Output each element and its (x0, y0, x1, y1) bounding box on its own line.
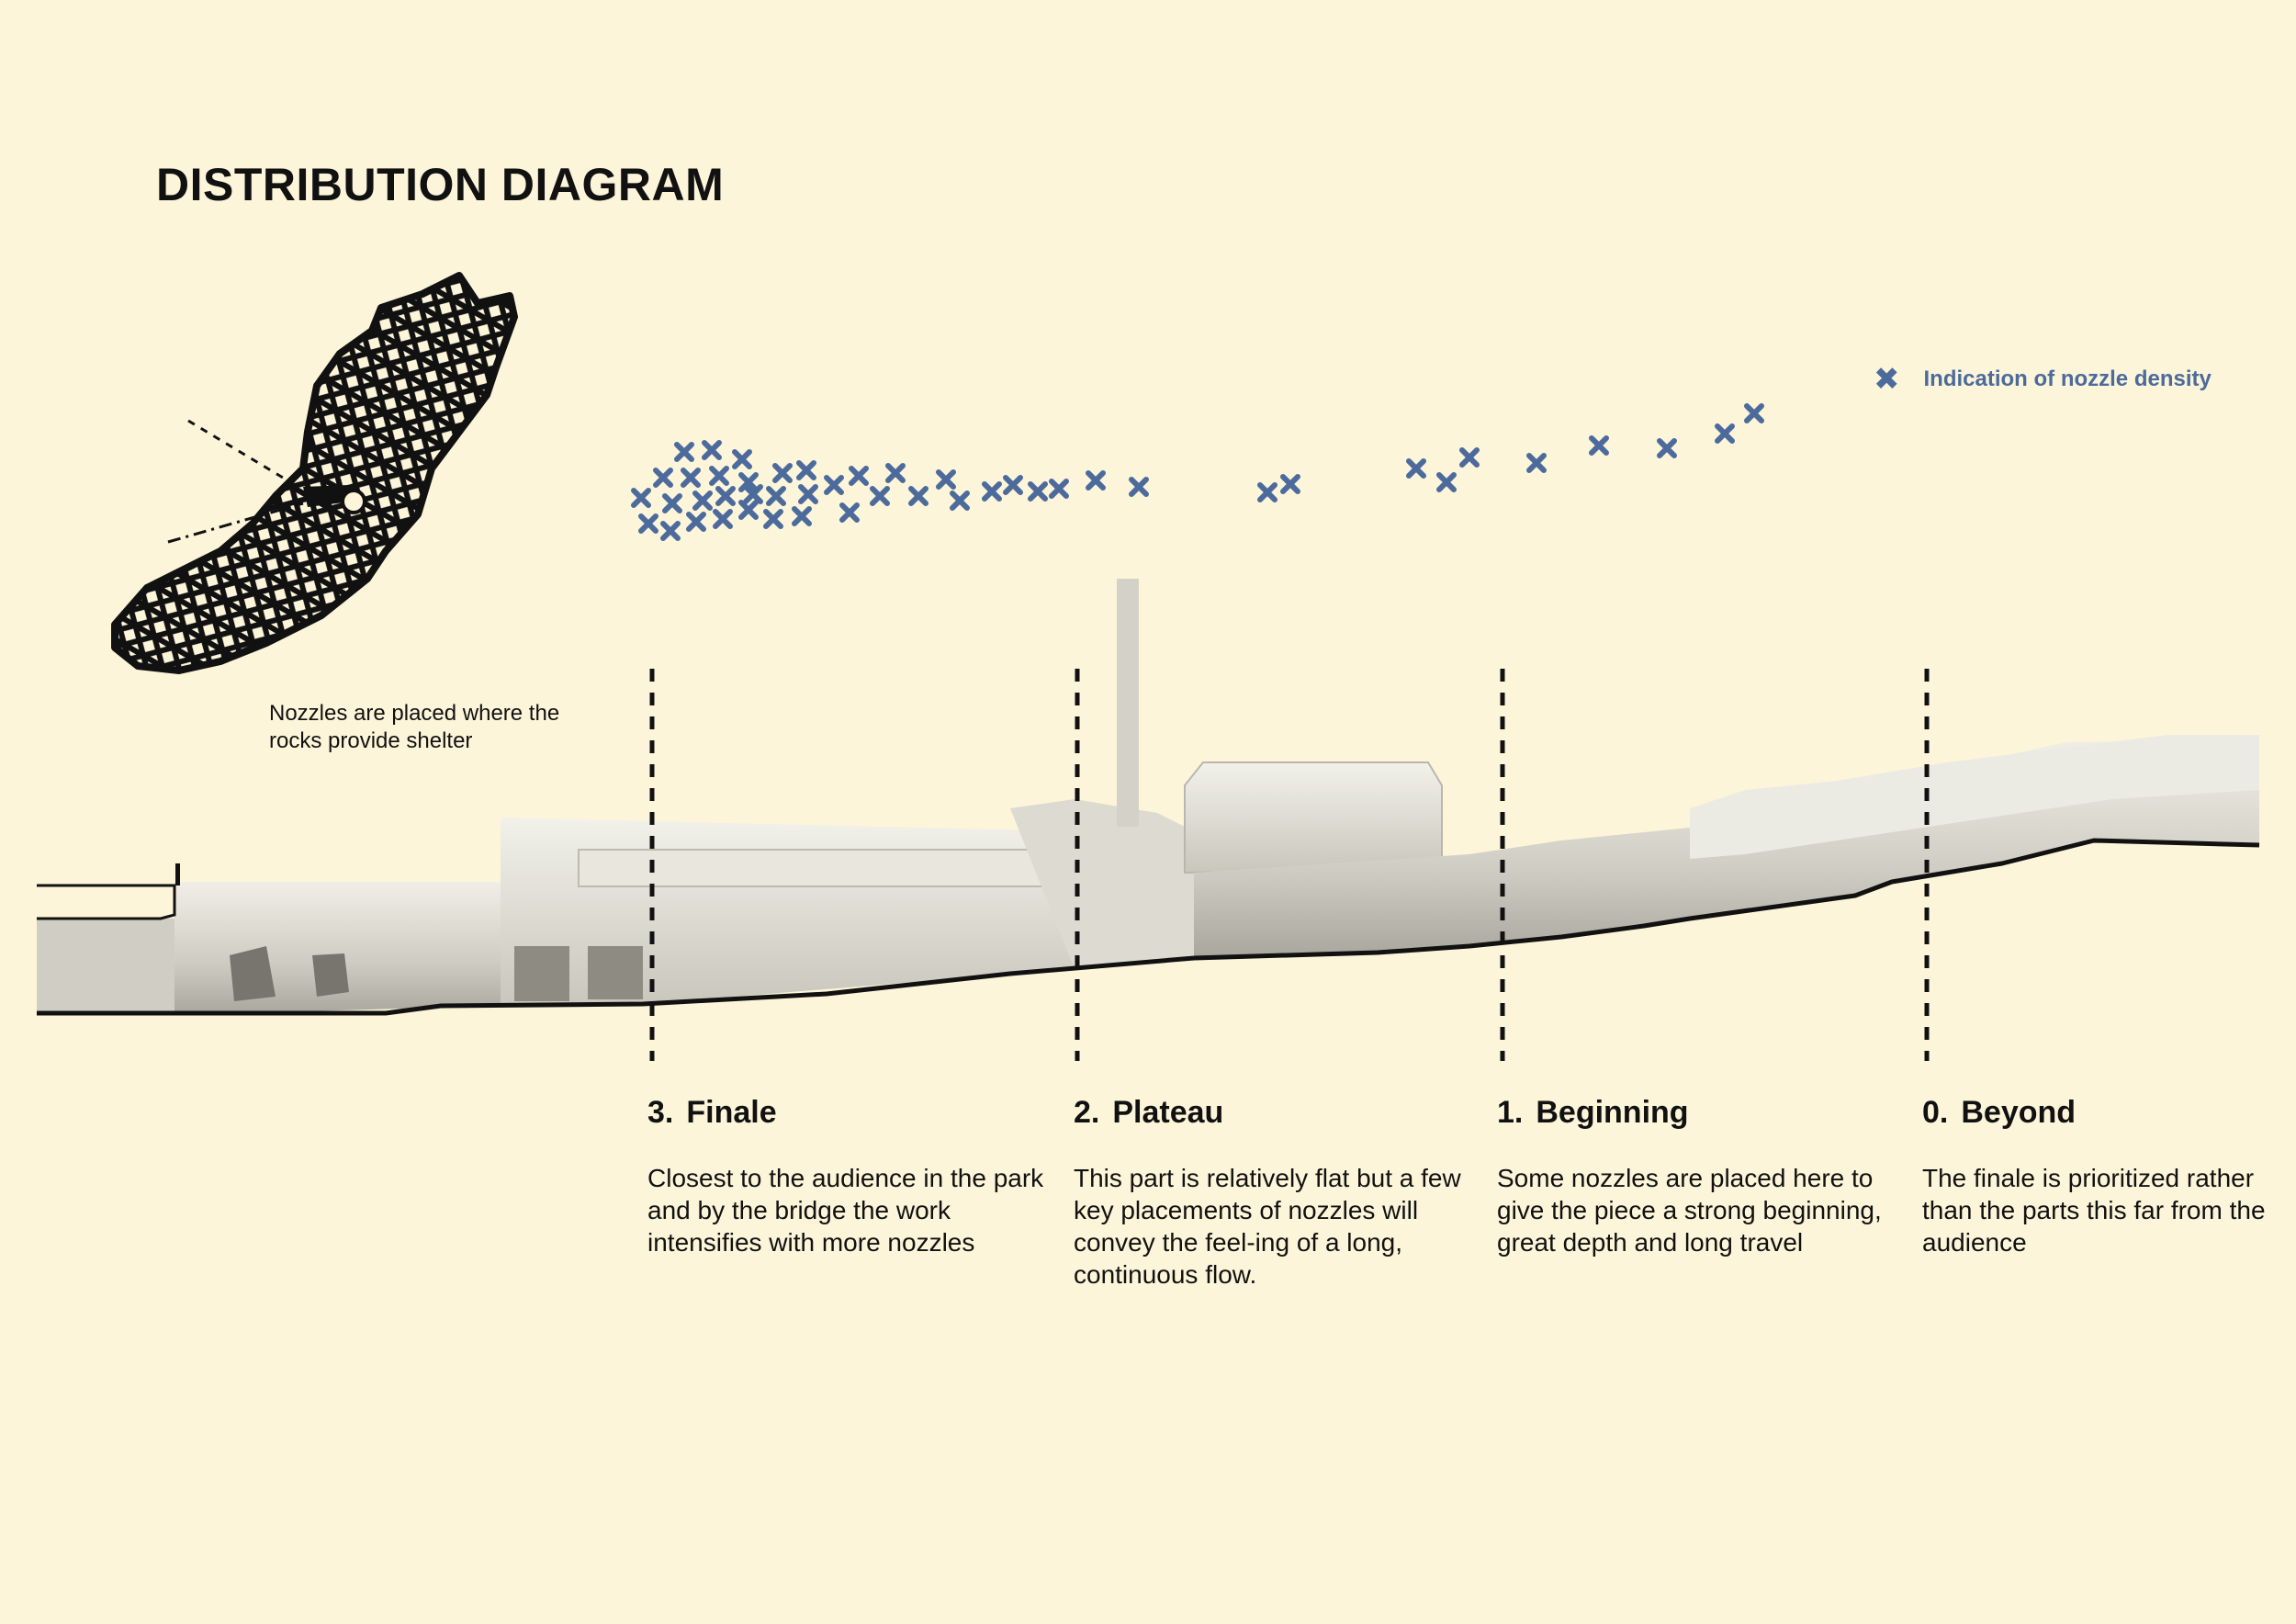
nozzle-cross-icon (950, 491, 970, 511)
stage-beyond: 0.Beyond The finale is prioritized rathe… (1922, 1095, 2290, 1258)
nozzle-cross-icon (1129, 477, 1149, 497)
nozzle-cross-icon (674, 442, 694, 462)
stage-heading: 3.Finale (647, 1095, 777, 1130)
nozzle-cross-icon (982, 481, 1002, 502)
nozzle-cross-icon (713, 509, 733, 529)
nozzle-cross-icon (709, 466, 729, 486)
terrain-section (37, 579, 2260, 1016)
nozzle-cross-icon (936, 469, 956, 490)
nozzle-cross-icon (1436, 472, 1457, 492)
nozzle-cross-icon (738, 500, 759, 520)
stage-plateau: 2.Plateau This part is relatively flat b… (1074, 1095, 1478, 1291)
nozzle-cross-icon (631, 488, 651, 508)
nozzle-cross-icon (1257, 482, 1277, 502)
legend: ✖ Indication of nozzle density (1874, 364, 2212, 395)
nozzle-cross-icon (686, 512, 706, 532)
stage-heading: 0.Beyond (1922, 1095, 2077, 1130)
rock-note: Nozzles are placed where the rocks provi… (269, 701, 560, 753)
stage-heading: 2.Plateau (1074, 1095, 1224, 1130)
nozzle-cross-icon (792, 506, 812, 526)
nozzle-cross-icon (908, 486, 929, 506)
nozzle-cross-icon (1280, 474, 1300, 494)
nozzle-cross-icon (653, 468, 673, 488)
nozzle-cross-icon (1744, 403, 1764, 423)
nozzle-cross-icon (1715, 423, 1735, 444)
nozzle-cross-icon (1459, 447, 1480, 468)
nozzle-cross-icon (839, 502, 860, 523)
nozzle-cross-icon (1657, 438, 1677, 458)
nozzle-cross-icon (638, 513, 658, 534)
nozzle-cross-icon (849, 466, 869, 486)
nozzle-cross-icon (885, 463, 906, 483)
stage-finale: 3.Finale Closest to the audience in the … (647, 1095, 1052, 1258)
nozzle-cross-icon (743, 484, 763, 504)
nozzle-cross-icon (732, 449, 752, 469)
stage-description: This part is relatively flat but a few k… (1074, 1164, 1461, 1289)
nozzle-cross-icon (1049, 479, 1069, 499)
nozzle-cross-icon (1086, 470, 1106, 491)
nozzle-cross-icon (702, 440, 722, 460)
nozzle-cross-icon (1003, 475, 1023, 495)
rock-mesh-icon (111, 272, 518, 674)
nozzle-cross-icon (763, 509, 783, 529)
stage-heading: 1.Beginning (1497, 1095, 1689, 1130)
stage-beginning: 1.Beginning Some nozzles are placed here… (1497, 1095, 1901, 1258)
nozzle-cross-icon (796, 460, 816, 480)
page-title: DISTRIBUTION DIAGRAM (156, 159, 725, 210)
nozzle-cross-icon (1526, 453, 1547, 473)
nozzle-cross-icon (662, 493, 682, 513)
stage-description: Closest to the audience in the park and … (647, 1164, 1044, 1257)
cross-icon: ✖ (1874, 362, 1900, 397)
stage-dividers (649, 669, 1930, 1061)
stage-description: The finale is prioritized rather than th… (1922, 1164, 2266, 1257)
nozzle-markers (631, 403, 1764, 541)
legend-label: Indication of nozzle density (1923, 367, 2212, 391)
nozzle-cross-icon (824, 475, 844, 495)
nozzle-cross-icon (692, 491, 713, 511)
nozzle-cross-icon (660, 521, 681, 541)
nozzle-cross-icon (870, 486, 890, 506)
nozzle-cross-icon (772, 463, 793, 483)
nozzle-cross-icon (766, 486, 786, 506)
nozzle-cross-icon (681, 468, 701, 488)
nozzle-cross-icon (1028, 481, 1048, 502)
nozzle-cross-icon (1406, 458, 1426, 479)
nozzle-cross-icon (1589, 435, 1609, 456)
stage-description: Some nozzles are placed here to give the… (1497, 1164, 1882, 1257)
nozzle-cross-icon (798, 484, 818, 504)
nozzle-cross-icon (715, 486, 736, 506)
